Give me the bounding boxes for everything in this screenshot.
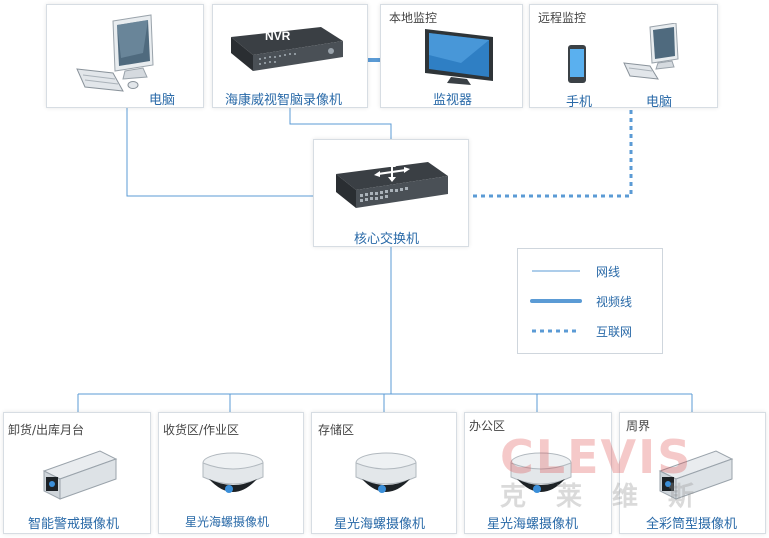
pc-label: 电脑 — [149, 93, 176, 108]
brand-watermark-chinese: 克莱维斯 — [500, 482, 725, 512]
remote-pc-label: 电脑 — [646, 95, 673, 110]
legend-label-internet: 互联网 — [596, 325, 633, 339]
zone-caption: 智能警戒摄像机 — [28, 517, 120, 532]
core-switch-label: 核心交换机 — [354, 232, 420, 247]
remote-computer-icon — [623, 23, 679, 80]
bullet-camera-icon — [42, 450, 118, 500]
legend: 网线 视频线 互联网 — [517, 248, 663, 354]
core-switch-panel: 核心交换机 — [313, 139, 469, 247]
nvr-label: 海康威视智脑录像机 — [225, 93, 343, 108]
dome-camera-icon — [510, 452, 572, 493]
zone-office: 办公区 星光海螺摄像机 — [464, 412, 612, 534]
legend-label-network: 网线 — [596, 265, 621, 279]
nvr-badge: NVR — [265, 29, 291, 43]
local-monitor-panel: 本地监控 监视器 — [380, 4, 523, 108]
zone-caption: 星光海螺摄像机 — [334, 517, 426, 532]
dome-camera-icon — [202, 452, 264, 493]
remote-monitor-title: 远程监控 — [538, 11, 587, 25]
zone-perimeter: 周界 全彩筒型摄像机 — [619, 412, 766, 534]
zone-receiving: 收货区/作业区 星光海螺摄像机 — [158, 412, 304, 534]
network-switch-icon — [336, 162, 448, 208]
bullet-camera-icon — [658, 450, 734, 500]
internet-line — [469, 110, 633, 198]
zone-tag: 周界 — [626, 419, 651, 433]
legend-label-video: 视频线 — [596, 295, 633, 309]
nvr-panel: NVR 海康威视智脑录像机 — [212, 4, 368, 108]
phone-label: 手机 — [566, 95, 593, 110]
pc-network-line — [126, 108, 313, 197]
desktop-computer-icon — [76, 14, 154, 92]
nvr-network-line — [289, 108, 392, 140]
nvr-recorder-icon — [231, 27, 343, 71]
zone-tag: 存储区 — [318, 423, 355, 437]
monitor-label: 监视器 — [433, 93, 473, 108]
monitor-display-icon — [425, 29, 493, 85]
mobile-phone-icon — [568, 45, 586, 83]
zone-tag: 卸货/出库月台 — [8, 423, 85, 437]
dome-camera-icon — [355, 452, 417, 493]
zone-storage: 存储区 星光海螺摄像机 — [311, 412, 457, 534]
zone-dock: 卸货/出库月台 智能警戒摄像机 — [3, 412, 151, 534]
zone-caption: 星光海螺摄像机 — [487, 517, 579, 532]
local-monitor-title: 本地监控 — [389, 11, 438, 25]
zone-tag: 办公区 — [469, 419, 506, 433]
zone-caption: 全彩筒型摄像机 — [646, 517, 738, 532]
zone-caption: 星光海螺摄像机 — [185, 515, 270, 529]
legend-swatches — [530, 270, 582, 333]
pc-panel: 电脑 — [46, 4, 204, 108]
remote-monitor-panel: 远程监控 手机 电脑 — [529, 4, 718, 110]
zone-tag: 收货区/作业区 — [163, 423, 240, 437]
brand-watermark: CLEVIS — [500, 430, 693, 484]
